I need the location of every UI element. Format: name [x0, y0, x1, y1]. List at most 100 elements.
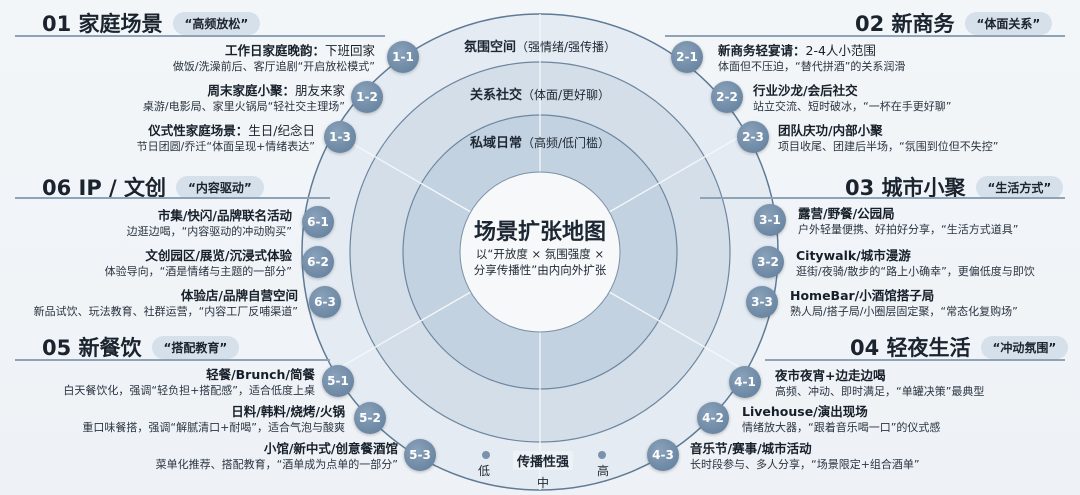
- scene-badge: 5-3: [404, 439, 436, 471]
- section-title-02: 02 新商务“体面关系”: [855, 8, 1053, 38]
- scene-desc: 逛街/夜骑/散步的“路上小确幸”，更偏低度与即饮: [796, 265, 1035, 278]
- scene-badge: 6-3: [309, 286, 341, 318]
- center-title: 场景扩张地图: [473, 220, 607, 245]
- core-circle: [459, 171, 621, 333]
- section-divider: [15, 197, 330, 199]
- scene-desc: 熟人局/搭子局/小圈层固定聚，“常态化复购场”: [790, 305, 1018, 318]
- scene-badge: 4-2: [697, 402, 729, 434]
- scene-item: 周末家庭小聚：朋友来家桌游/电影局、家里火锅局“轻社交主理场”: [143, 82, 345, 115]
- scene-badge: 3-1: [754, 204, 786, 236]
- scene-title: 行业沙龙/会后社交: [753, 83, 858, 98]
- scene-title: 新商务轻宴请：: [718, 43, 806, 58]
- ring-label-private: 私域日常（高频/低门槛）: [469, 136, 611, 151]
- section-title-04: 04 轻夜生活“冲动氛围”: [850, 332, 1069, 362]
- section-tag: “体面关系”: [964, 11, 1053, 35]
- scene-desc: 桌游/电影局、家里火锅局“轻社交主理场”: [142, 100, 345, 113]
- scene-desc: 体验导向，“酒是情绪与主题的一部分”: [104, 265, 292, 278]
- scene-desc: 菜单化推荐、搭配教育，“酒单成为点单的一部分”: [155, 458, 398, 471]
- scene-title: 市集/快闪/品牌联名活动: [157, 208, 292, 223]
- axis-high-label: 高: [596, 464, 610, 478]
- center-subtitle: 以“开放度 × 氛围强度 × 分享传播性”由内向外扩张: [473, 247, 607, 277]
- scene-title: 音乐节/赛事/城市活动: [690, 441, 812, 456]
- section-tag: “内容驱动”: [176, 175, 264, 199]
- scene-desc: 长时段参与、多人分享，“场景限定+组合酒单”: [690, 458, 920, 471]
- scene-item: 音乐节/赛事/城市活动长时段参与、多人分享，“场景限定+组合酒单”: [690, 440, 920, 473]
- scene-desc: 做饭/洗澡前后、客厅追剧“开启放松模式”: [172, 60, 375, 73]
- section-tag: “冲动氛围”: [980, 335, 1069, 359]
- section-title-06: 06 IP / 文创 “内容驱动”: [42, 172, 264, 202]
- scene-title: 工作日家庭晚韵：: [224, 43, 325, 58]
- section-divider: [765, 359, 1065, 361]
- section-tag: “生活方式”: [975, 175, 1064, 199]
- section-title-05: 05 新餐饮 “搭配教育”: [42, 332, 240, 362]
- ring-label-social: 关系社交（体面/更好聊）: [469, 88, 611, 103]
- scene-title-extra: 下班回家: [324, 43, 375, 58]
- sector-divider: [608, 291, 747, 372]
- scene-title: 轻餐/Brunch/简餐: [206, 367, 315, 382]
- ring-label-atmosphere: 氛围空间（强情绪/强传播）: [463, 40, 617, 55]
- sector-divider: [333, 132, 472, 213]
- scene-title: 露营/野餐/公园局: [798, 206, 895, 221]
- scene-title: 团队庆功/内部小聚: [778, 123, 883, 138]
- scene-badge: 6-2: [302, 246, 334, 278]
- scene-badge: 2-1: [671, 41, 703, 73]
- scene-badge: 1-3: [324, 121, 356, 153]
- scene-badge: 2-3: [737, 121, 769, 153]
- section-divider: [700, 197, 1065, 199]
- sector-divider: [333, 291, 472, 372]
- scene-desc: 边逛边喝，“内容驱动的冲动购买”: [126, 225, 292, 238]
- section-heading: 06 IP / 文创: [42, 176, 167, 200]
- section-title-03: 03 城市小聚 “生活方式”: [845, 172, 1064, 202]
- axis-title: 传播性强: [512, 451, 574, 470]
- section-title-01: 01 家庭场景“高频放松”: [42, 8, 261, 38]
- scene-item: 市集/快闪/品牌联名活动边逛边喝，“内容驱动的冲动购买”: [127, 207, 292, 240]
- section-heading: 03 城市小聚: [845, 176, 966, 200]
- scene-badge: 1-2: [351, 81, 383, 113]
- scene-title: Livehouse/演出现场: [742, 404, 868, 419]
- scene-desc: 新品试饮、玩法教育、社群运营，“内容工厂反哺渠道”: [33, 305, 298, 318]
- scene-title: 小馆/新中式/创意餐酒馆: [263, 441, 398, 456]
- scene-badge: 4-3: [647, 439, 679, 471]
- section-tag: “搭配教育”: [151, 335, 240, 359]
- scene-badge: 2-2: [711, 81, 743, 113]
- scene-title: HomeBar/小酒馆搭子局: [790, 288, 935, 303]
- axis-low-label: 低: [477, 464, 491, 478]
- scene-desc: 高频、冲动、即时满足，“单罐决策”最典型: [775, 385, 985, 398]
- scene-item: 轻餐/Brunch/简餐白天餐饮化，强调“轻负担+搭配感”，适合低度上桌: [63, 366, 315, 399]
- axis-dot-high: [598, 451, 606, 459]
- scene-badge: 3-3: [746, 286, 778, 318]
- scene-item: 文创园区/展览/沉浸式体验体验导向，“酒是情绪与主题的一部分”: [105, 247, 292, 280]
- section-heading: 05 新餐饮: [42, 336, 142, 360]
- scene-badge: 5-1: [322, 365, 354, 397]
- scene-title: 文创园区/展览/沉浸式体验: [145, 248, 292, 263]
- scene-desc: 体面但不压迫，“替代拼酒”的关系润滑: [718, 60, 906, 73]
- scene-item: 行业沙龙/会后社交站立交流、短时破冰，“一杯在手更好聊”: [753, 82, 951, 115]
- scene-badge: 5-2: [354, 402, 386, 434]
- section-divider: [15, 359, 330, 361]
- scene-item: 新商务轻宴请：2-4人小范围体面但不压迫，“替代拼酒”的关系润滑: [718, 42, 905, 75]
- scene-title: 日料/韩料/烧烤/火锅: [231, 404, 345, 419]
- scene-title-extra: 2-4人小范围: [805, 43, 876, 58]
- scene-desc: 户外轻量便携、好拍好分享，“生活方式道具”: [798, 223, 1019, 236]
- section-divider: [665, 35, 1065, 37]
- scene-item: Citywalk/城市漫游逛街/夜骑/散步的“路上小确幸”，更偏低度与即饮: [796, 247, 1035, 280]
- scene-title-extra: 朋友来家: [294, 83, 345, 98]
- scene-title: 仪式性家庭场景：: [148, 123, 249, 138]
- scene-badge: 6-1: [302, 206, 334, 238]
- scene-item: 夜市夜宵+边走边喝高频、冲动、即时满足，“单罐决策”最典型: [775, 367, 984, 400]
- scene-title-extra: 生日/纪念日: [248, 123, 315, 138]
- section-tag: “高频放松”: [172, 11, 261, 35]
- scene-title: Citywalk/城市漫游: [796, 248, 911, 263]
- axis-dot-low: [482, 451, 490, 459]
- scene-item: 团队庆功/内部小聚项目收尾、团建后半场，“氛围到位但不失控”: [778, 122, 998, 155]
- scene-item: 露营/野餐/公园局户外轻量便携、好拍好分享，“生活方式道具”: [798, 205, 1018, 238]
- scene-item: 工作日家庭晚韵：下班回家做饭/洗澡前后、客厅追剧“开启放松模式”: [173, 42, 375, 75]
- scene-desc: 重口味餐搭，强调“解腻清口+耐喝”，适合气泡与酸爽: [82, 421, 345, 434]
- scene-desc: 白天餐饮化，强调“轻负担+搭配感”，适合低度上桌: [63, 384, 315, 397]
- scene-item: 小馆/新中式/创意餐酒馆菜单化推荐、搭配教育，“酒单成为点单的一部分”: [156, 440, 398, 473]
- scene-desc: 站立交流、短时破冰，“一杯在手更好聊”: [753, 100, 952, 113]
- scene-badge: 3-2: [752, 246, 784, 278]
- axis-mid-label: 中: [536, 476, 550, 490]
- scene-item: 体验店/品牌自营空间新品试饮、玩法教育、社群运营，“内容工厂反哺渠道”: [34, 287, 298, 320]
